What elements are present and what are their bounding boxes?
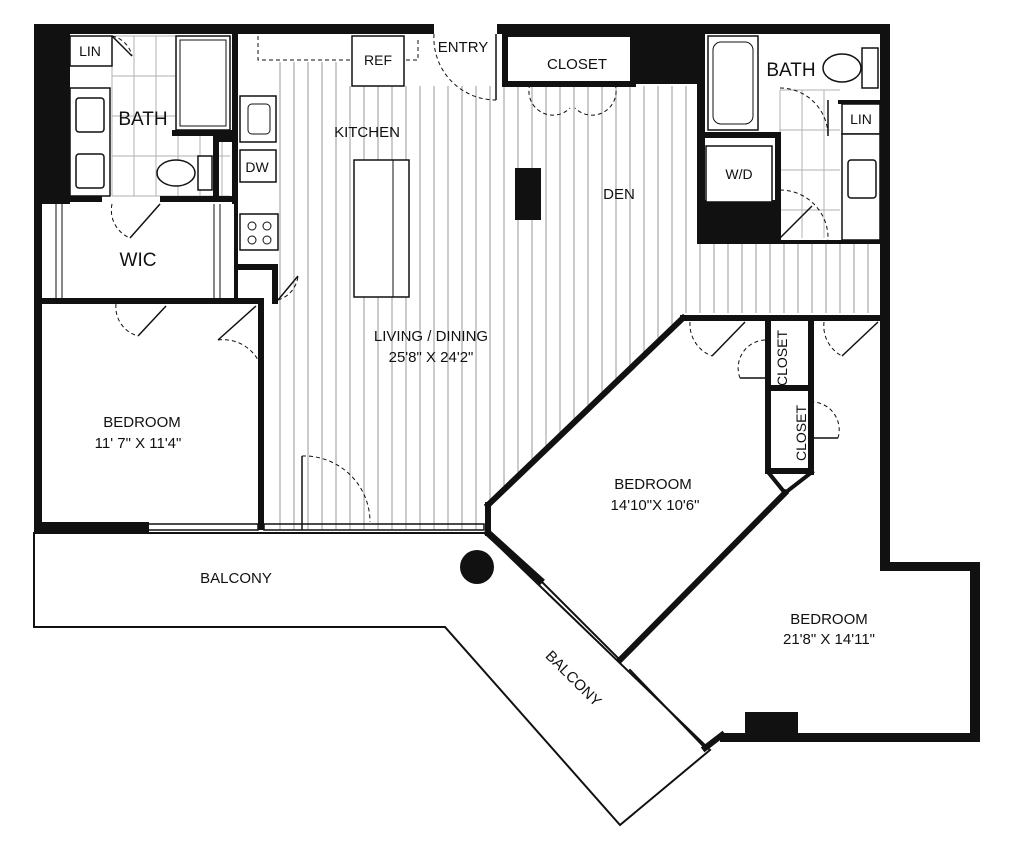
label-living-dining-size: 25'8" X 24'2" (389, 349, 474, 366)
left-sink-1 (75, 97, 105, 133)
wic-rods (55, 204, 221, 298)
exterior-walls (34, 24, 980, 742)
left-shower (175, 35, 231, 131)
label-bedroom-mid: BEDROOM (614, 476, 692, 493)
dishwasher (239, 149, 277, 183)
left-shower-inner (179, 39, 227, 127)
right-toilet-tank (861, 47, 879, 89)
diagonal-walls (483, 313, 815, 753)
balcony-outline (33, 532, 712, 827)
label-closet-b: CLOSET (793, 405, 809, 461)
left-toilet (156, 159, 196, 187)
label-bath-right: BATH (766, 60, 815, 81)
entry-closet (502, 31, 636, 87)
wood-floor (279, 62, 869, 530)
label-lin-left: LIN (79, 43, 101, 59)
label-entry: ENTRY (438, 39, 489, 56)
kitchen-counter (257, 36, 419, 61)
kitchen-island (353, 159, 410, 298)
right-tub (707, 35, 759, 131)
left-sink-2 (75, 153, 105, 189)
stove (239, 213, 279, 251)
kitchen-sink-basin (247, 103, 271, 135)
stove-burners (247, 221, 272, 245)
kitchen-sink (239, 95, 277, 143)
refrigerator (351, 35, 405, 87)
label-bedroom-left-size: 11' 7" X 11'4" (95, 435, 182, 452)
door-swings (110, 33, 879, 530)
left-lin-cabinet (69, 35, 113, 67)
label-living-dining: LIVING / DINING (374, 328, 488, 345)
label-wd: W/D (725, 166, 752, 182)
label-dw: DW (245, 159, 269, 175)
label-bedroom-mid-size: 14'10"X 10'6" (611, 497, 700, 514)
label-den: DEN (603, 186, 635, 203)
left-toilet-tank (197, 155, 213, 191)
label-lin-right: LIN (850, 111, 872, 127)
right-toilet (822, 53, 862, 83)
label-balcony-left: BALCONY (200, 570, 272, 587)
label-ref: REF (364, 52, 392, 68)
label-closet-top: CLOSET (547, 56, 607, 73)
label-bedroom-right: BEDROOM (790, 611, 868, 628)
sliding-doors (147, 523, 485, 531)
label-bedroom-left: BEDROOM (103, 414, 181, 431)
right-lin-cabinet (841, 103, 881, 135)
wic-shelves (44, 204, 234, 298)
washer-dryer (705, 145, 773, 203)
right-sink (847, 159, 877, 199)
label-kitchen: KITCHEN (334, 124, 400, 141)
label-closet-a: CLOSET (774, 330, 790, 386)
balcony-column (460, 550, 494, 584)
label-wic: WIC (120, 250, 157, 271)
label-bath-left: BATH (118, 109, 167, 130)
right-tub-inner (712, 41, 754, 125)
tile-floor-right-bath (779, 89, 840, 238)
interior-walls (42, 34, 882, 530)
label-bedroom-right-size: 21'8" X 14'11" (783, 631, 875, 648)
